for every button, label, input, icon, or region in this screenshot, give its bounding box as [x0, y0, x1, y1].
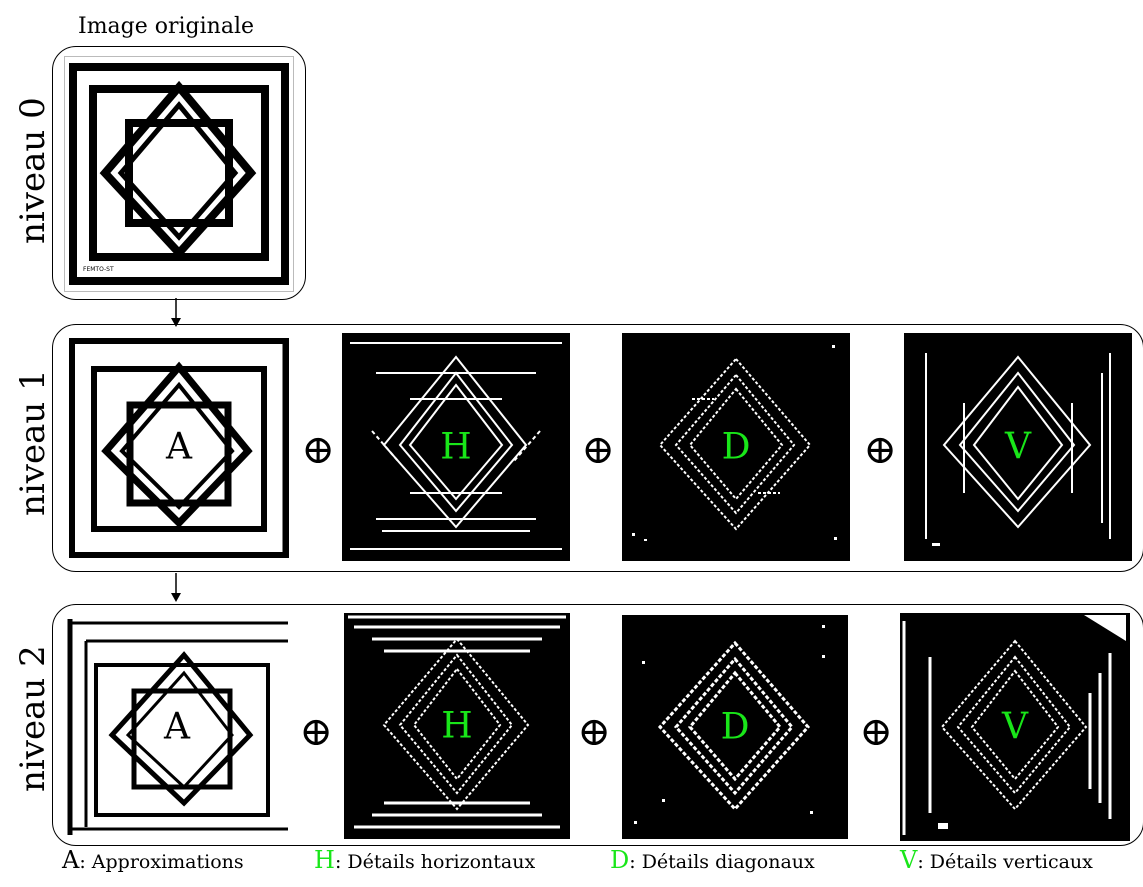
legend-item-diagonal: D: Détails diagonaux: [610, 846, 815, 874]
level-1-label: niveau 1: [13, 369, 53, 516]
plus-operator: ⊕: [301, 427, 335, 473]
legend-item-horizontal: H: Détails horizontaux: [314, 846, 535, 874]
tile-letter-h: H: [441, 705, 473, 747]
legend-text: : Détails diagonaux: [629, 851, 815, 873]
original-image-title: Image originale: [78, 14, 255, 39]
legend-text: : Détails horizontaux: [334, 851, 536, 873]
level-1-diagonal-details-tile: D: [622, 333, 850, 561]
tile-letter-v: V: [1002, 706, 1028, 748]
legend: A: Approximations H: Détails horizontaux…: [0, 846, 1143, 886]
level-1-vertical-details-tile: V: [904, 333, 1132, 561]
tile-letter-a: A: [166, 426, 192, 468]
level-2-frame: [52, 604, 1143, 846]
level-1-horizontal-details-tile: H: [342, 333, 570, 561]
legend-item-approximations: A: Approximations: [62, 846, 244, 874]
level-2-diagonal-details-tile: D: [622, 615, 848, 839]
legend-key-a: A: [62, 846, 80, 874]
level-2-approximation-tile: A: [66, 617, 288, 837]
tile-letter-d: D: [721, 426, 751, 468]
arrow-level0-to-level1: [171, 298, 181, 327]
legend-key-d: D: [610, 846, 630, 874]
plus-operator: ⊕: [299, 709, 333, 755]
legend-text: : Approximations: [79, 851, 244, 873]
level-2-label: niveau 2: [13, 645, 53, 792]
tile-letter-d: D: [720, 706, 750, 748]
legend-text: : Détails verticaux: [917, 851, 1093, 873]
tile-letter-a: A: [164, 706, 190, 748]
original-image-caption: FEMTO-ST: [83, 266, 114, 273]
level-0-label: niveau 0: [13, 97, 53, 244]
tile-letter-h: H: [440, 426, 472, 468]
plus-operator: ⊕: [577, 709, 611, 755]
level-1-approximation-tile: A: [66, 333, 292, 561]
level-2-vertical-details-tile: V: [900, 613, 1130, 841]
level-1-frame: [52, 324, 1143, 572]
legend-key-v: V: [900, 846, 918, 874]
legend-item-vertical: V: Détails verticaux: [900, 846, 1093, 874]
plus-operator: ⊕: [863, 427, 897, 473]
plus-operator: ⊕: [581, 427, 615, 473]
level-0-frame: [52, 46, 306, 300]
tile-letter-v: V: [1005, 426, 1031, 468]
legend-key-h: H: [314, 846, 335, 874]
original-image: FEMTO-ST: [64, 56, 294, 292]
plus-operator: ⊕: [859, 709, 893, 755]
arrow-level1-to-level2: [171, 573, 181, 602]
level-2-horizontal-details-tile: H: [344, 613, 570, 839]
